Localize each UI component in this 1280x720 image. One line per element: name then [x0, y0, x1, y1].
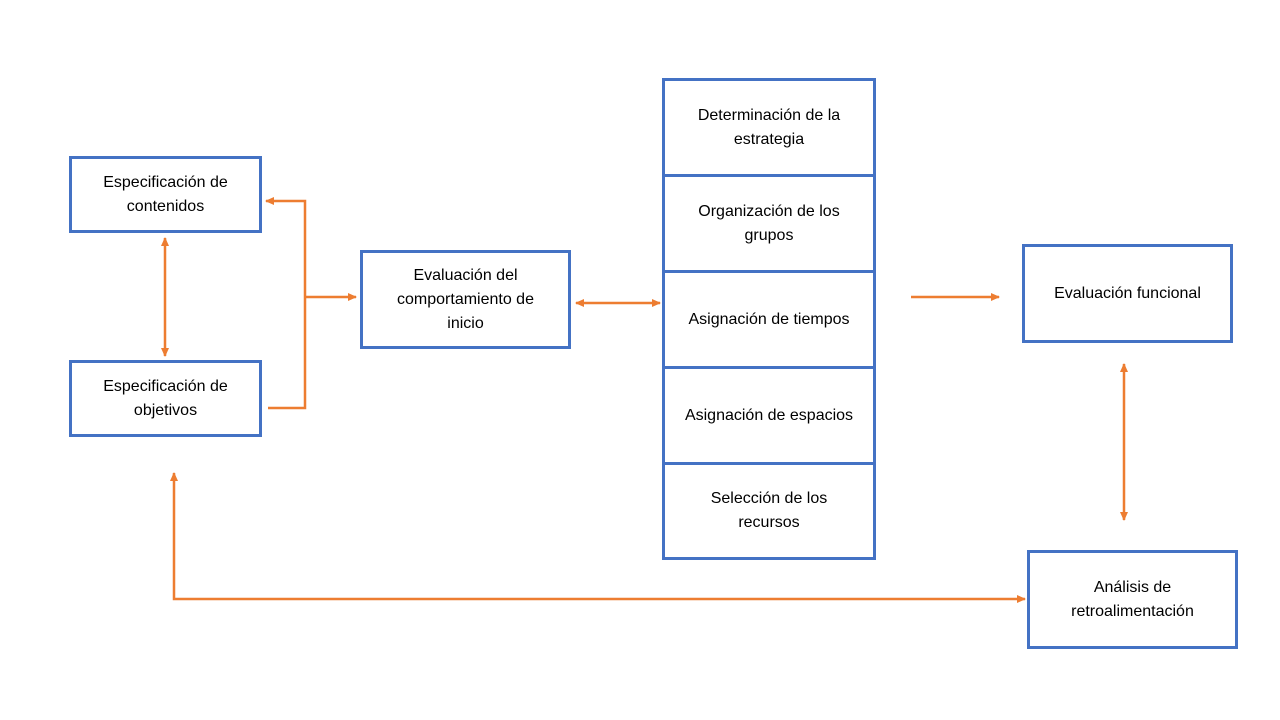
node-label: Evaluación funcional — [1054, 284, 1201, 302]
node-organizacion-grupos: Organización de los grupos — [662, 174, 876, 271]
node-label: Determinación de la estrategia — [697, 107, 841, 148]
node-label: Asignación de espacios — [684, 407, 854, 424]
node-label: Especificación de objetivos — [103, 377, 228, 419]
node-label: Selección de los recursos — [710, 490, 828, 531]
node-evaluacion-comportamiento-inicio: Evaluación del comportamiento de inicio — [360, 250, 571, 349]
node-especificacion-contenidos: Especificación de contenidos — [69, 156, 262, 233]
node-label: Especificación de contenidos — [103, 173, 228, 215]
node-analisis-retroalimentacion: Análisis de retroalimentación — [1027, 550, 1238, 649]
node-seleccion-recursos: Selección de los recursos — [662, 462, 876, 560]
node-label: Análisis de retroalimentación — [1071, 578, 1194, 620]
node-evaluacion-funcional: Evaluación funcional — [1022, 244, 1233, 343]
arrow-objetivos-bracket — [268, 297, 307, 410]
node-especificacion-objetivos: Especificación de objetivos — [69, 360, 262, 437]
arrow-bracket-to-contenidos — [265, 197, 307, 297]
node-asignacion-espacios: Asignación de espacios — [662, 366, 876, 463]
node-label: Organización de los grupos — [698, 203, 840, 244]
arrow-feedback-loop — [170, 472, 1026, 603]
node-determinacion-estrategia: Determinación de la estrategia — [662, 78, 876, 175]
node-asignacion-tiempos: Asignación de tiempos — [662, 270, 876, 367]
node-label: Evaluación del comportamiento de inicio — [397, 266, 534, 332]
node-label: Asignación de tiempos — [688, 311, 850, 328]
